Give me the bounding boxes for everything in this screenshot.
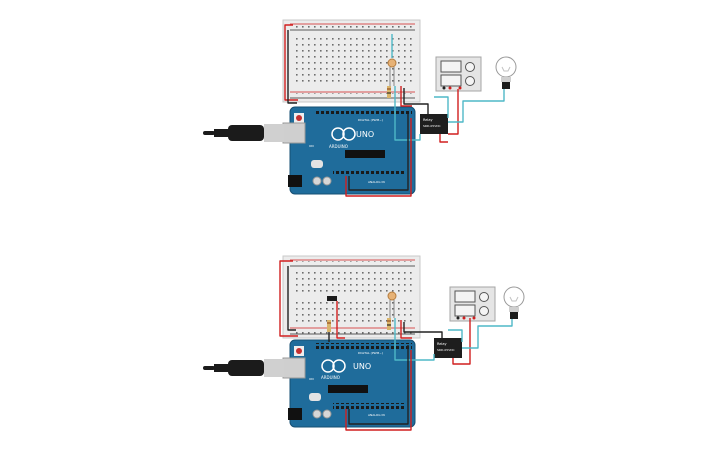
wires [284, 24, 505, 197]
power-supply[interactable] [449, 286, 496, 322]
power-jack[interactable] [288, 175, 302, 187]
relay-sublabel: SRD-05VDC [437, 348, 455, 352]
board-brand: ARDUINO [321, 375, 340, 380]
photoresistor[interactable] [387, 291, 397, 318]
breadboard[interactable] [282, 19, 421, 103]
board-model: UNO [356, 130, 374, 139]
crystal [311, 160, 323, 168]
arduino-board[interactable]: UNO ARDUINO DIGITAL (PWM~) ANALOG IN ON [288, 339, 416, 428]
relay-sublabel: SRD-05VDC [423, 124, 441, 128]
digital-header-label: DIGITAL (PWM~) [358, 351, 383, 355]
circuit-top: UNO ARDUINO DIGITAL (PWM~) ANALOG IN ON … [203, 19, 517, 197]
relay-label: Relay [437, 342, 447, 346]
arduino-logo [321, 359, 346, 373]
relay[interactable]: Relay SRD-05VDC [420, 114, 448, 134]
transistor[interactable] [327, 296, 337, 301]
power-supply[interactable] [435, 56, 482, 92]
wires [279, 260, 513, 431]
light-bulb[interactable] [495, 56, 517, 89]
resistor-left[interactable] [327, 320, 331, 332]
breadboard[interactable] [282, 255, 421, 339]
usb-cable[interactable] [203, 357, 306, 379]
photoresistor[interactable] [387, 58, 397, 86]
analog-header-label: ANALOG IN [368, 180, 385, 184]
arduino-logo [331, 127, 356, 141]
resistor[interactable] [387, 318, 391, 330]
resistor[interactable] [387, 86, 391, 98]
board-brand: ARDUINO [329, 144, 348, 149]
relay[interactable]: Relay SRD-05VDC [434, 338, 462, 358]
power-jack[interactable] [288, 408, 302, 420]
relay-label: Relay [423, 118, 433, 122]
power-led-label: ON [309, 377, 314, 381]
microcontroller-chip [345, 150, 385, 158]
circuit-bottom: UNO ARDUINO DIGITAL (PWM~) ANALOG IN ON … [203, 255, 525, 431]
usb-cable[interactable] [203, 122, 306, 144]
light-bulb[interactable] [503, 286, 525, 319]
analog-header-label: ANALOG IN [368, 413, 385, 417]
digital-header-label: DIGITAL (PWM~) [358, 118, 383, 122]
board-model: UNO [353, 362, 371, 371]
microcontroller-chip [328, 385, 368, 393]
crystal [309, 393, 321, 401]
arduino-board[interactable]: UNO ARDUINO DIGITAL (PWM~) ANALOG IN ON [288, 106, 416, 195]
power-led-label: ON [309, 144, 314, 148]
